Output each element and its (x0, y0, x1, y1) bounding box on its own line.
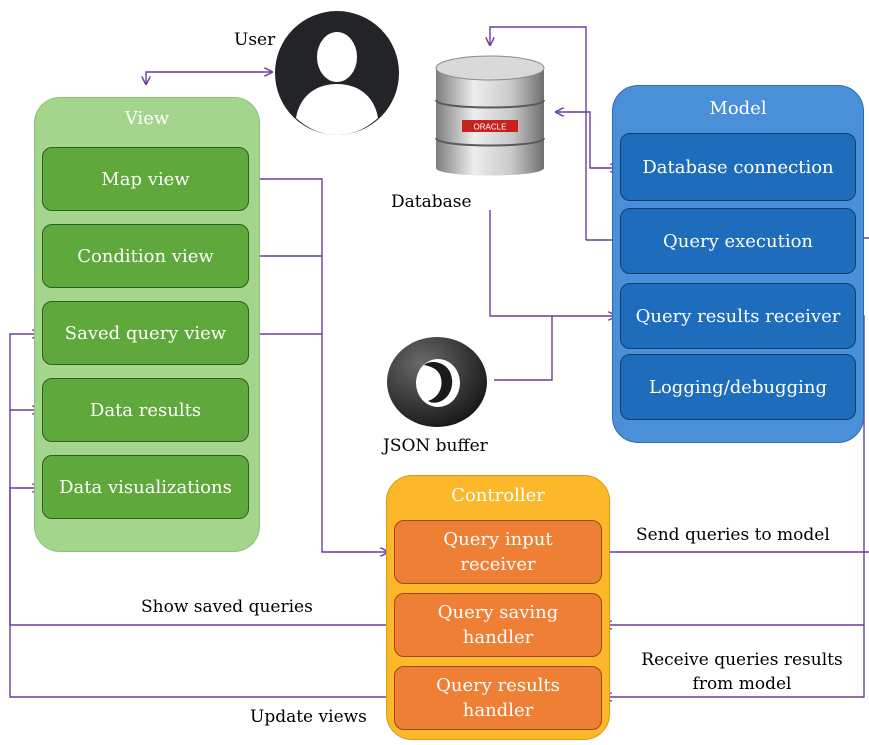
query-saving-handler-box: Query saving handler (394, 593, 602, 657)
query-results-receiver-box: Query results receiver (620, 283, 856, 349)
data-visualizations-box: Data visualizations (42, 455, 249, 519)
data-results-box: Data results (42, 378, 249, 442)
view-title: View (124, 108, 170, 129)
database-connection-box: Database connection (620, 133, 856, 201)
update-views-label: Update views (250, 707, 367, 727)
model-title: Model (709, 98, 767, 119)
receive-results-label: Receive queries results from model (622, 648, 862, 696)
json-icon (382, 335, 492, 430)
show-saved-label: Show saved queries (141, 597, 313, 617)
arrow-db-results (489, 210, 616, 316)
arrow-db-connection (556, 112, 618, 168)
user-icon (274, 10, 400, 136)
query-execution-box: Query execution (620, 208, 856, 274)
database-icon: ORACLE (430, 50, 550, 185)
query-results-handler-box: Query results handler (394, 666, 602, 730)
arrow-update-views (9, 488, 394, 698)
condition-view-box: Condition view (42, 224, 249, 288)
arrow-json (494, 316, 553, 381)
database-brand: ORACLE (474, 123, 507, 132)
controller-title: Controller (451, 485, 545, 506)
arrow-user-view (146, 72, 272, 84)
user-label: User (234, 30, 276, 50)
arrow-show-saved (9, 334, 394, 626)
logging-debugging-box: Logging/debugging (620, 354, 856, 420)
json-buffer-label: JSON buffer (383, 436, 488, 456)
saved-query-view-box: Saved query view (42, 301, 249, 365)
send-queries-label: Send queries to model (636, 525, 830, 545)
query-input-receiver-box: Query input receiver (394, 520, 602, 584)
database-label: Database (391, 192, 472, 212)
arrow-mapview-out (249, 178, 388, 552)
receive-results-text: Receive queries results from model (641, 650, 843, 694)
map-view-box: Map view (42, 147, 249, 211)
